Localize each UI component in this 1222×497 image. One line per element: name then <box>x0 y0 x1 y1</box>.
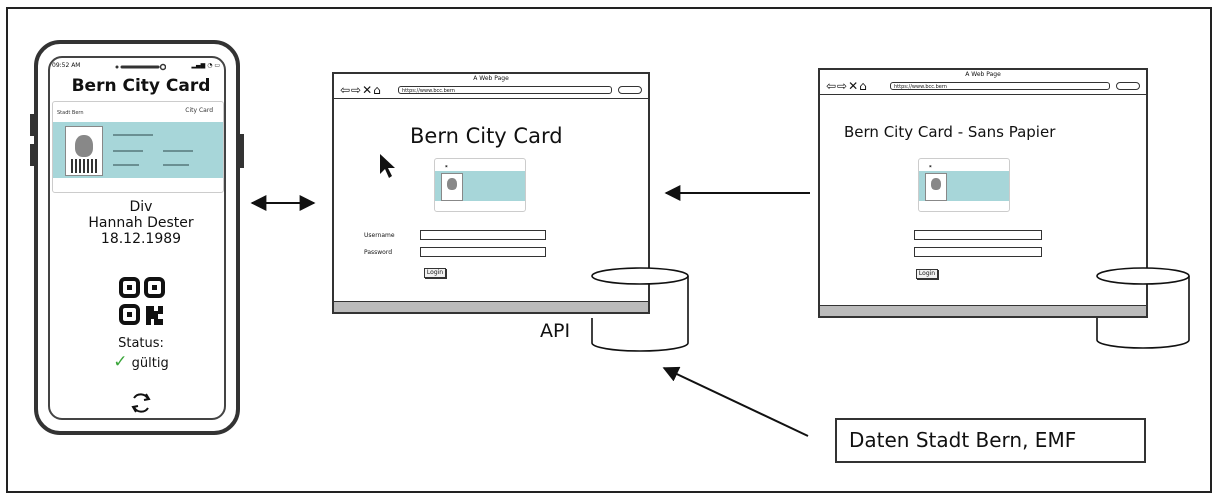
person-label: Div <box>129 199 153 215</box>
username-input[interactable] <box>914 230 1042 240</box>
person-date: 18.12.1989 <box>100 231 182 247</box>
api-label: API <box>540 320 571 342</box>
password-input[interactable] <box>420 247 546 257</box>
login-page-heading: Bern City Card <box>410 124 563 148</box>
login-button[interactable]: Login <box>916 269 938 279</box>
browser-window-title: A Web Page <box>965 71 1001 78</box>
phone-screen <box>48 56 226 420</box>
browser-url-bar[interactable]: https://www.bcc.bern <box>398 86 612 94</box>
card-text-line <box>113 134 153 136</box>
password-input[interactable] <box>914 247 1042 257</box>
card-text-line <box>113 164 139 166</box>
username-input[interactable] <box>420 230 546 240</box>
login-button[interactable]: Login <box>424 268 446 278</box>
refresh-icon[interactable] <box>128 390 154 416</box>
portrait-icon <box>447 178 457 190</box>
card-header-right: City Card <box>185 107 213 114</box>
phone-status-bar: 09:52 AM ▂▄▆ ◔ ▭ <box>52 62 222 72</box>
api-database-icon <box>591 267 689 352</box>
person-name: Hannah Dester <box>88 215 194 231</box>
phone-notch-icon <box>115 63 166 71</box>
browser-status-bar <box>334 301 648 312</box>
browser-search-pill[interactable] <box>618 86 642 94</box>
browser-search-pill[interactable] <box>1116 82 1140 90</box>
phone-power-button <box>240 134 244 168</box>
portrait-icon <box>75 135 93 157</box>
phone-volume-button <box>30 114 34 136</box>
diagram-frame <box>6 7 1212 493</box>
data-source-arrow <box>662 366 809 437</box>
username-label: Username <box>364 232 395 239</box>
id-card-preview: ▣ <box>434 158 526 212</box>
card-photo <box>65 126 103 176</box>
data-source-box: Daten Stadt Bern, EMF <box>835 418 1146 463</box>
card-header-left: Stadt Bern <box>57 110 84 116</box>
phone-time: 09:52 AM <box>52 62 81 69</box>
portrait-shirt-icon <box>71 159 97 173</box>
status-label: Status: <box>118 336 164 351</box>
id-card-preview: ▣ <box>918 158 1010 212</box>
card-photo <box>925 173 947 201</box>
card-text-line <box>163 164 189 166</box>
signal-battery-icon: ▂▄▆ ◔ ▭ <box>191 62 220 69</box>
qr-code-icon <box>119 277 165 325</box>
portrait-icon <box>931 178 941 190</box>
card-header-left: ▣ <box>929 164 932 168</box>
status-row: ✓ gültig <box>38 352 244 372</box>
card-photo <box>441 173 463 201</box>
sans-papier-database-icon <box>1096 267 1190 349</box>
browser-titlebar: A Web Page ⇦⇨✕⌂ https://www.bcc.bern <box>334 74 648 99</box>
password-label: Password <box>364 249 393 256</box>
phone-volume-button <box>30 144 34 166</box>
status-value: gültig <box>131 356 169 371</box>
browser-nav-icons[interactable]: ⇦⇨✕⌂ <box>826 79 868 93</box>
browser-window-login: A Web Page ⇦⇨✕⌂ https://www.bcc.bern Ber… <box>332 72 650 314</box>
card-text-line <box>163 150 193 152</box>
browser-status-bar <box>820 305 1146 316</box>
browser-titlebar: A Web Page ⇦⇨✕⌂ https://www.bcc.bern <box>820 70 1146 95</box>
checkmark-icon: ✓ <box>113 352 128 372</box>
browser-window-title: A Web Page <box>473 75 509 82</box>
phone-title: Bern City Card <box>71 76 211 96</box>
id-card: Stadt Bern City Card <box>52 101 224 193</box>
mouse-cursor-icon <box>380 154 395 178</box>
browser-url-bar[interactable]: https://www.bcc.bern <box>890 82 1110 90</box>
card-text-line <box>113 150 143 152</box>
sans-papier-page-heading: Bern City Card - Sans Papier <box>844 123 1056 141</box>
phone-mockup: 09:52 AM ▂▄▆ ◔ ▭ Bern City Card Stadt Be… <box>30 40 244 435</box>
browser-nav-icons[interactable]: ⇦⇨✕⌂ <box>340 83 382 97</box>
browser-window-sans-papier: A Web Page ⇦⇨✕⌂ https://www.bcc.bern Ber… <box>818 68 1148 318</box>
card-header-left: ▣ <box>445 164 448 168</box>
